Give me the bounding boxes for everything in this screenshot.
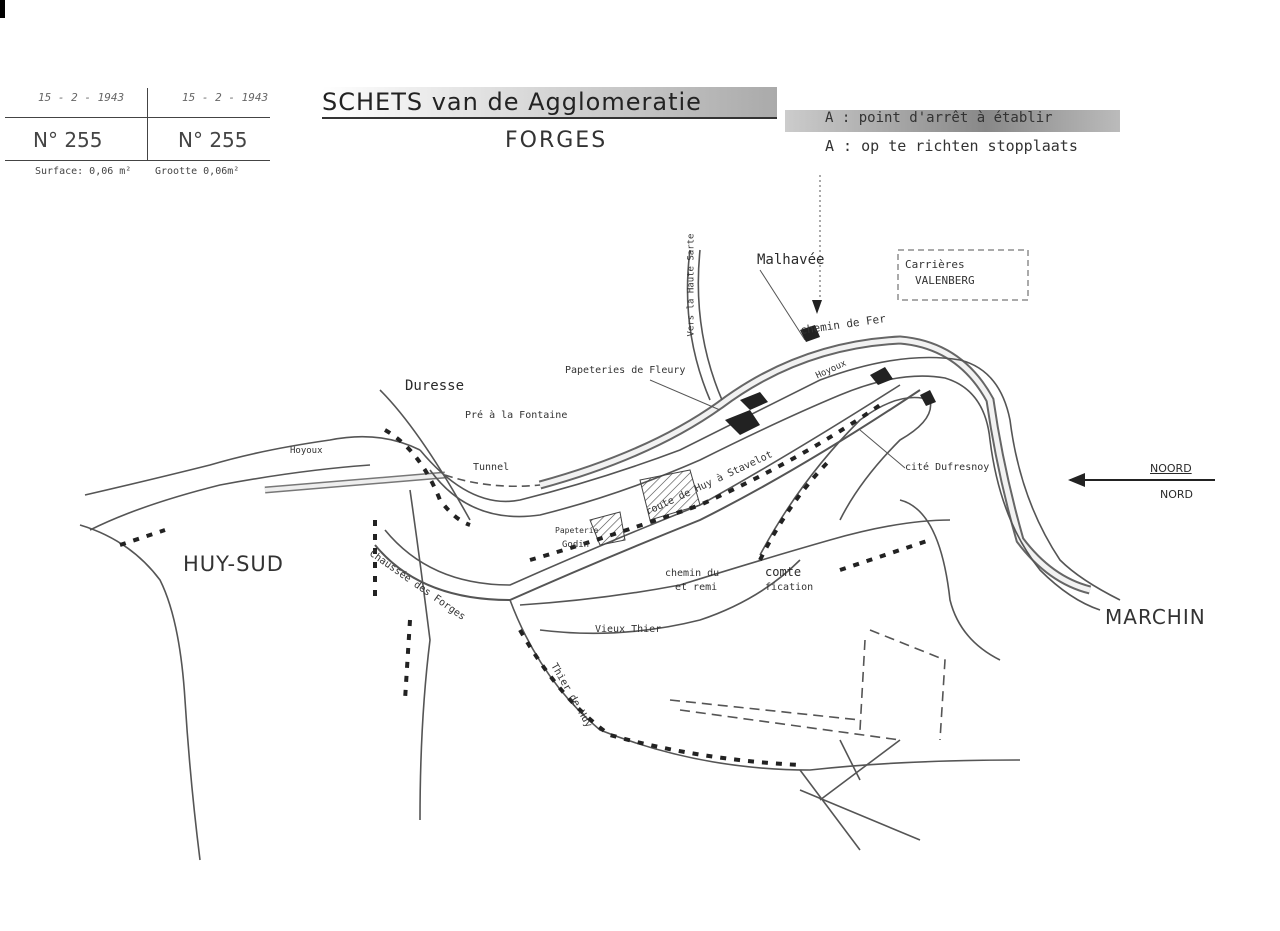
houses-row — [403, 619, 801, 767]
planned-road — [669, 699, 901, 741]
hatched-area — [639, 469, 701, 521]
houses-row — [529, 403, 882, 562]
stamp-number-left: N° 255 — [33, 128, 103, 152]
label-vieux-thier: Vieux Thier — [595, 624, 662, 635]
north-label-fr: NORD — [1160, 488, 1193, 501]
north-label-nl: NOORD — [1150, 462, 1192, 475]
north-arrow-head — [1068, 473, 1085, 487]
label-godin: Godin — [562, 540, 590, 550]
route-huy-stavelot — [374, 389, 921, 602]
label-pre-fontaine: Pré à la Fontaine — [465, 410, 568, 421]
leader-line — [649, 379, 721, 411]
carrieres-box — [897, 249, 1029, 301]
label-malhavee: Malhavée — [757, 252, 825, 268]
stop-marker-a — [812, 300, 822, 314]
label-hoyoux-west: Hoyoux — [290, 446, 323, 456]
road — [409, 489, 431, 821]
papeterie-godin-area — [589, 511, 626, 546]
hoyoux-river — [429, 375, 1101, 611]
road — [519, 519, 951, 606]
houses-row — [758, 458, 931, 572]
leader-line — [859, 429, 906, 469]
stamp-divider — [147, 88, 148, 160]
label-cite-dufresnoy: cité Dufresnoy — [905, 462, 990, 473]
road — [799, 739, 921, 851]
scan-corner-mark — [0, 0, 5, 18]
label-et-remi: et remi — [675, 582, 718, 593]
river-bank — [84, 435, 421, 496]
label-haute-sarte: Vers la Haute Sarte — [686, 233, 697, 337]
label-marchin: MARCHIN — [1105, 605, 1206, 629]
railway — [264, 473, 446, 492]
legend-fr: A : point d'arrêt à établir — [785, 110, 1120, 132]
stamp-divider — [5, 117, 270, 118]
hoyoux-river — [419, 356, 1121, 601]
label-fication: fication — [765, 582, 814, 593]
buildings — [725, 325, 936, 435]
label-comte: comte — [765, 565, 802, 579]
map-title: SCHETS van de Agglomeratie — [322, 87, 777, 119]
road — [759, 396, 932, 556]
road — [899, 499, 1001, 661]
stamp-surface: Surface: 0,06 m² — [35, 166, 132, 177]
map-subtitle: FORGES — [505, 128, 608, 153]
vieux-thier-road — [539, 559, 801, 635]
stamp-date-left: 15 - 2 - 1943 — [38, 91, 125, 104]
legend-nl: A : op te richten stopplaats — [825, 137, 1078, 155]
label-chemin-du: chemin du — [665, 568, 720, 579]
leader-line — [379, 389, 471, 521]
leader-line — [759, 269, 806, 341]
label-valenberg: VALENBERG — [915, 274, 975, 287]
label-carrieres: Carrières — [905, 258, 965, 271]
planned-road — [859, 629, 946, 741]
label-tunnel: Tunnel — [473, 462, 510, 473]
tunnel — [444, 474, 541, 488]
stamp-number-right: N° 255 — [178, 128, 248, 152]
road-haute-sarte — [697, 249, 723, 401]
label-papeterie-godin: Papeterie — [555, 526, 599, 535]
label-duresse: Duresse — [405, 378, 465, 394]
label-huy-sud: HUY-SUD — [183, 552, 284, 576]
stamp-date-right: 15 - 2 - 1943 — [182, 91, 269, 104]
road — [79, 524, 201, 861]
stamp-grootte: Grootte 0,06m² — [155, 166, 240, 177]
road-haute-sarte — [686, 249, 711, 401]
label-papeteries-fleury: Papeteries de Fleury — [565, 365, 686, 376]
stamp-divider — [5, 160, 270, 161]
river-bank — [89, 464, 371, 531]
